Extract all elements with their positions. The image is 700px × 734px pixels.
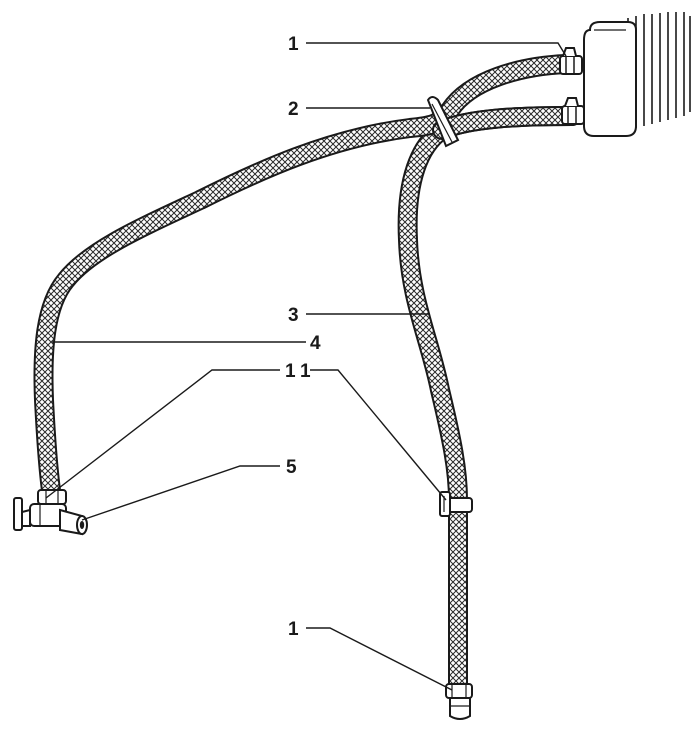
callout-1-bottom: 1 xyxy=(288,619,299,640)
heater-core-fins xyxy=(627,12,691,130)
leader-1-top xyxy=(306,42,567,57)
hose-clip xyxy=(426,96,460,148)
callout-5: 5 xyxy=(286,457,297,478)
leader-1-mid xyxy=(310,369,447,501)
clamp-hose-3-bottom xyxy=(445,683,473,699)
clamp-upper-core-pipe xyxy=(559,47,583,75)
callout-4: 4 xyxy=(310,333,321,354)
hose-3 xyxy=(397,106,582,700)
clamp-hose-3-middle xyxy=(439,491,473,517)
leader-1-left xyxy=(45,369,280,499)
drain-tap xyxy=(13,497,88,536)
callout-labels: 1 2 3 4 1 1 5 1 xyxy=(285,34,321,640)
callout-1-right: 1 xyxy=(300,361,311,382)
hose-4 xyxy=(33,54,576,508)
heater-core-body xyxy=(583,21,637,137)
callout-2: 2 xyxy=(288,99,299,120)
leader-lines xyxy=(45,42,567,691)
callout-1-top: 1 xyxy=(288,34,299,55)
leader-5 xyxy=(81,465,280,521)
leader-1-bottom xyxy=(306,627,453,691)
callout-3: 3 xyxy=(288,305,299,326)
clamp-lower-core-pipe xyxy=(561,97,585,125)
pipe-stub-bottom xyxy=(449,697,471,720)
clamp-hose-4-tap xyxy=(37,489,67,505)
hose-3-overlap xyxy=(432,106,582,140)
callout-1-left: 1 xyxy=(285,361,296,382)
heater-core xyxy=(583,12,691,137)
